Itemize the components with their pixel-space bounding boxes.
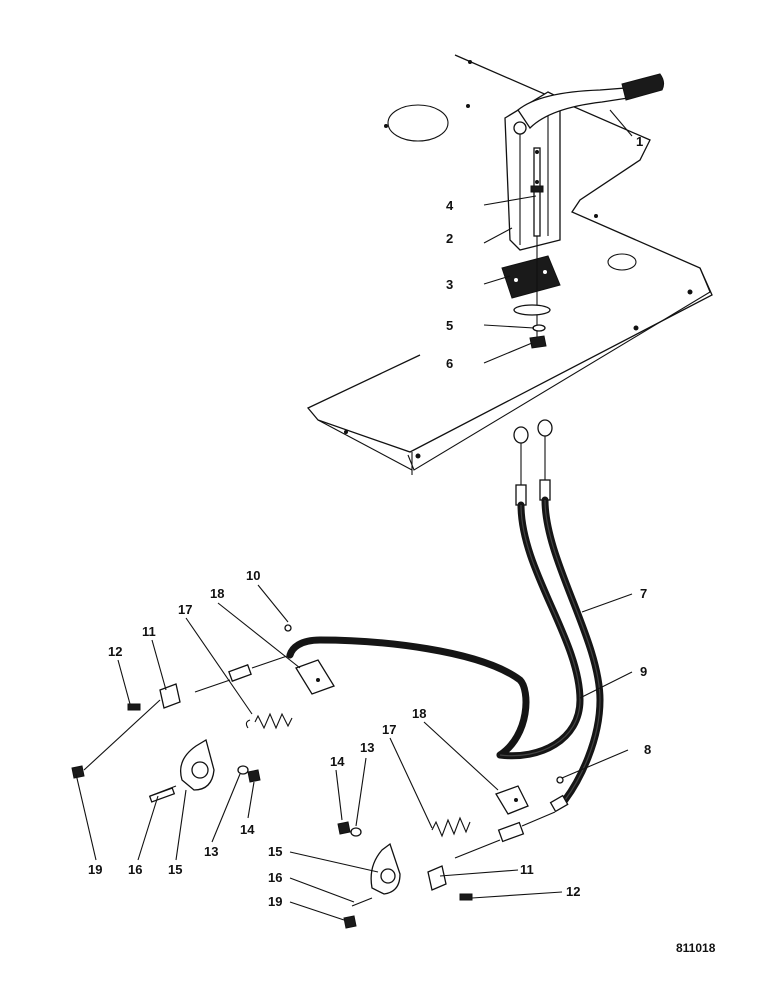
bracket-right	[495, 785, 529, 815]
callout-15-right: 15	[268, 844, 282, 859]
leader-lines	[75, 109, 633, 921]
callout-19-right: 19	[268, 894, 282, 909]
clevis-right	[427, 865, 473, 901]
callout-10: 10	[246, 568, 260, 583]
callout-7: 7	[640, 586, 647, 601]
callout-9: 9	[640, 664, 647, 679]
spring-right	[431, 816, 471, 838]
callout-13-right: 13	[360, 740, 374, 755]
cable-end-left	[194, 624, 292, 693]
brake-cable-right	[537, 419, 604, 813]
callout-4: 4	[446, 198, 454, 213]
callout-11-left: 11	[142, 624, 156, 639]
callout-17-right: 17	[382, 722, 396, 737]
callout-19-left: 19	[88, 862, 102, 877]
callout-16-left: 16	[128, 862, 142, 877]
washers-nuts-right	[337, 821, 362, 929]
callout-3: 3	[446, 277, 453, 292]
callout-13-left: 13	[204, 844, 218, 859]
callout-5: 5	[446, 318, 453, 333]
lever-right	[351, 842, 401, 907]
callout-18-left: 18	[210, 586, 224, 601]
floor-plate	[306, 54, 713, 475]
spacer-washer-nut	[513, 304, 551, 349]
callout-17-left: 17	[178, 602, 192, 617]
callout-16-right: 16	[268, 870, 282, 885]
mounting-plate	[501, 236, 561, 340]
washers-nuts-left	[71, 765, 261, 783]
callout-18-right: 18	[412, 706, 426, 721]
callout-11-right: 11	[520, 862, 534, 877]
bracket-left	[295, 659, 335, 695]
clevis-left	[127, 683, 181, 711]
callout-14-right: 14	[330, 754, 345, 769]
callout-12-left: 12	[108, 644, 122, 659]
cable-end-right	[454, 811, 556, 859]
callout-12-right: 12	[566, 884, 580, 899]
callout-1: 1	[636, 134, 643, 149]
lever-left	[148, 738, 215, 803]
spring-left	[245, 712, 293, 730]
callout-8: 8	[644, 742, 651, 757]
callout-15-left: 15	[168, 862, 182, 877]
brake-cable-left	[286, 426, 584, 760]
handbrake-lever	[504, 73, 665, 251]
callout-6: 6	[446, 356, 453, 371]
callout-14-left: 14	[240, 822, 255, 837]
callout-2: 2	[446, 231, 453, 246]
drawing-reference: 811018	[676, 941, 716, 955]
